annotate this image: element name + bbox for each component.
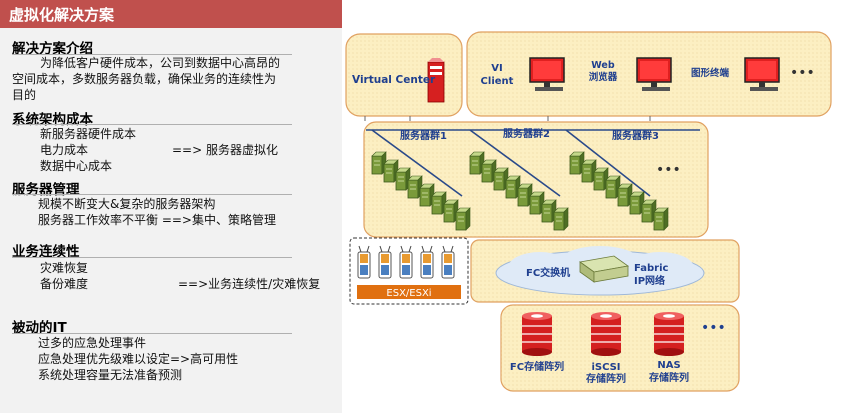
fc-storage-label: FC存储阵列 xyxy=(510,360,564,373)
terminal-label: 图形终端 xyxy=(691,67,730,79)
vi-label-line1: VI xyxy=(491,63,502,74)
passive-line-1: 过多的应急处理事件 xyxy=(38,336,147,350)
divider xyxy=(12,257,292,258)
divider xyxy=(12,54,292,55)
divider xyxy=(12,333,292,334)
fabric-label-line1: Fabric xyxy=(634,263,669,274)
divider xyxy=(12,124,292,125)
intro-line-3: 目的 xyxy=(12,88,37,102)
continuity-line-1: 灾难恢复 xyxy=(40,261,89,275)
vi-label-line2: Client xyxy=(481,76,514,87)
page-title: 虚拟化解决方案 xyxy=(9,6,115,24)
intro-line-2: 空间成本，多数服务器负载，确保业务的连续性为 xyxy=(12,72,277,86)
divider xyxy=(12,194,292,195)
mgmt-line-2: 服务器工作效率不平衡 ==>集中、策略管理 xyxy=(38,213,276,227)
web-label-line2: 浏览器 xyxy=(589,71,618,83)
iscsi-label-line1: iSCSI xyxy=(591,362,620,373)
server-tower-icon xyxy=(427,58,445,103)
passive-line-3: 系统处理容量无法准备预测 xyxy=(38,368,183,382)
cluster-label-2: 服务器群2 xyxy=(503,127,550,140)
virtual-center-label: Virtual Center xyxy=(352,74,436,86)
fc-switch-label: FC交换机 xyxy=(526,266,570,279)
heading-passive-it: 被动的IT xyxy=(12,320,67,336)
arch-line-1: 新服务器硬件成本 xyxy=(40,127,137,141)
fabric-label-line2: IP网络 xyxy=(634,274,665,287)
continuity-arrow: ==>业务连续性/灾难恢复 xyxy=(178,277,321,291)
nas-label-line2: 存储阵列 xyxy=(649,371,689,384)
iscsi-label-line2: 存储阵列 xyxy=(586,372,626,385)
title-banner: 虚拟化解决方案 xyxy=(0,0,342,28)
heading-intro: 解决方案介绍 xyxy=(12,41,93,57)
more-clients-dots: ••• xyxy=(790,65,815,81)
iscsi-disk-icon xyxy=(590,311,622,357)
intro-line-1: 为降低客户硬件成本，公司到数据中心高昂的 xyxy=(40,56,281,70)
arch-line-2: 电力成本 xyxy=(40,143,89,157)
switch-icon xyxy=(578,255,630,283)
passive-line-2: 应急处理优先级难以设定=>高可用性 xyxy=(38,352,239,366)
cluster-label-1: 服务器群1 xyxy=(400,129,447,142)
web-label-line1: Web xyxy=(591,60,615,71)
left-panel xyxy=(0,0,342,413)
esx-label: ESX/ESXi xyxy=(386,288,431,299)
more-storage-dots: ••• xyxy=(701,320,726,336)
cluster-label-3: 服务器群3 xyxy=(612,129,659,142)
esx-bar xyxy=(357,285,461,299)
arch-line-3: 数据中心成本 xyxy=(40,159,113,173)
continuity-line-2: 备份难度 xyxy=(40,277,89,291)
more-servers-dots: ••• xyxy=(656,162,681,178)
heading-continuity: 业务连续性 xyxy=(12,244,80,260)
nas-label-line1: NAS xyxy=(657,360,680,371)
fc-disk-icon xyxy=(521,311,553,357)
arch-arrow: ==> 服务器虚拟化 xyxy=(172,143,278,157)
mgmt-line-1: 规模不断变大&复杂的服务器架构 xyxy=(38,197,216,211)
nas-disk-icon xyxy=(653,311,685,357)
